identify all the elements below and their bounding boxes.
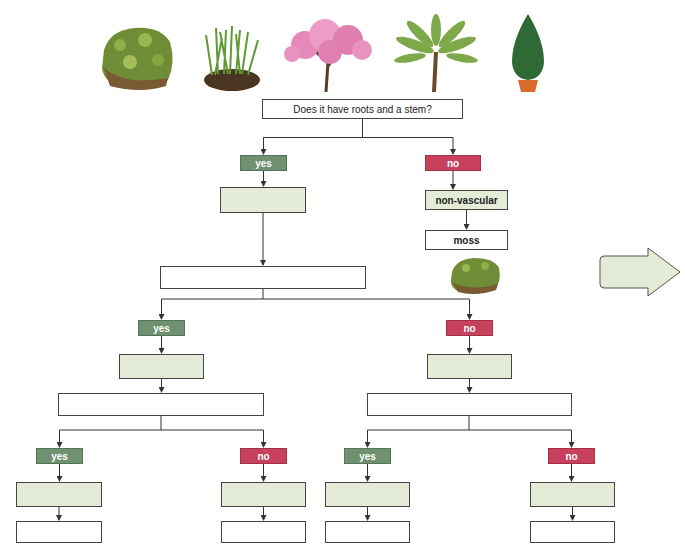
node-text: no [447,158,459,169]
conifer-picture [512,14,544,92]
yes-label: yes [138,320,185,336]
node-text: no [565,451,577,462]
connector [264,119,363,154]
connector [453,171,454,189]
yes-label: yes [36,448,83,464]
question-box: Does it have roots and a stem? [262,99,463,119]
node-text: no [257,451,269,462]
node-text: yes [51,451,68,462]
node-text: Does it have roots and a stem? [293,104,431,115]
no-label: no [446,320,493,336]
cherry-tree-picture [284,19,372,92]
connector [363,119,454,154]
node-text: yes [359,451,376,462]
flow-line [59,171,573,520]
yes-label: yes [240,155,287,171]
node-text: no [463,323,475,334]
no-label: no [240,448,287,464]
connector [466,210,467,229]
grass-picture [204,26,260,91]
group-box: non-vascular [425,190,508,210]
moss-picture [102,28,173,90]
node-text: yes [255,158,272,169]
no-label: no [425,155,481,171]
node-text: non-vascular [435,195,497,206]
next-arrow [600,248,680,296]
empty-answer-box [17,188,615,543]
node-text: moss [453,235,479,246]
fern-picture [394,14,479,92]
moss-picture [451,258,500,294]
answer-box: moss [425,230,508,250]
no-label: no [548,448,595,464]
node-text: yes [153,323,170,334]
yes-label: yes [344,448,391,464]
